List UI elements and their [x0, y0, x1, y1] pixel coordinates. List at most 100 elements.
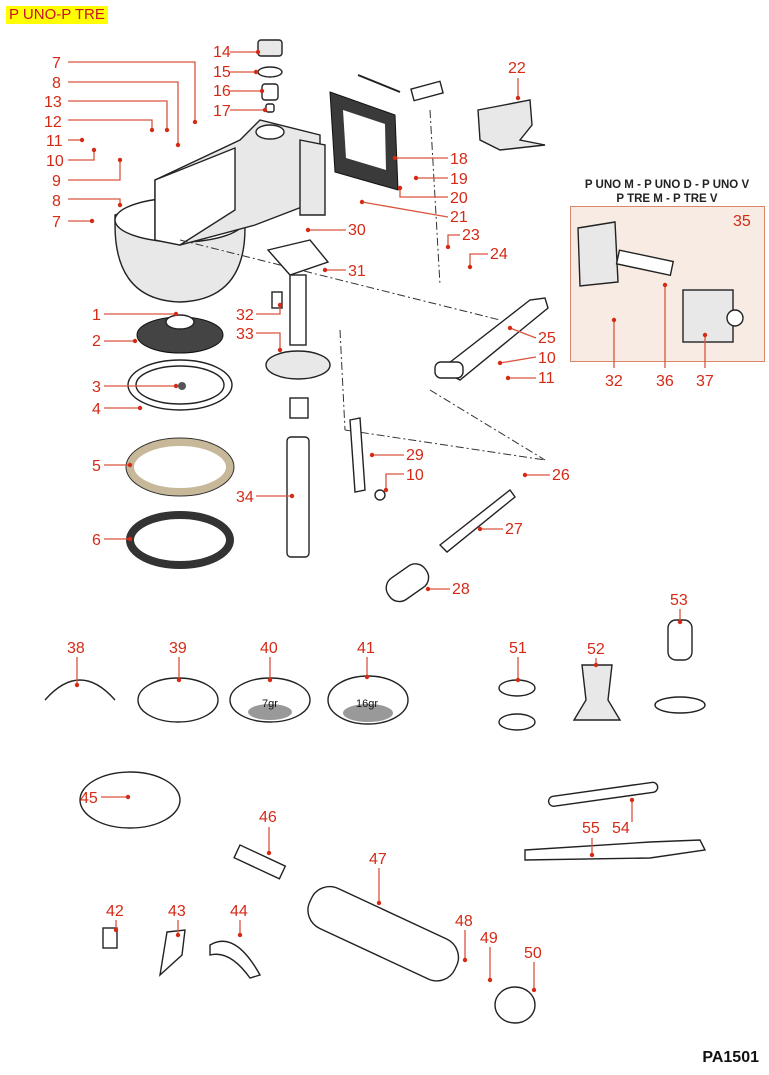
leader-arrow-23 — [445, 244, 451, 250]
shower-parts — [127, 314, 233, 411]
callout-40: 40 — [260, 640, 278, 657]
microswitch-part — [477, 99, 546, 151]
callout-layer: 7813121110987141516171819202122232425101… — [44, 44, 751, 993]
callout-38: 38 — [67, 640, 85, 657]
leader-arrow-7 — [192, 119, 198, 125]
callout-7: 7 — [52, 214, 61, 231]
callout-28: 28 — [452, 581, 470, 598]
callout-35: 35 — [733, 213, 751, 230]
leader-arrow-6 — [127, 536, 133, 542]
leader-arrow-45 — [125, 794, 131, 800]
leader-arrow-34 — [289, 493, 295, 499]
leader-line-10 — [68, 150, 95, 161]
callout-32: 32 — [605, 373, 623, 390]
leader-line-7 — [68, 61, 196, 122]
leader-arrow-17 — [262, 107, 268, 113]
callout-36: 36 — [656, 373, 674, 390]
leader-arrow-13 — [164, 127, 170, 133]
callout-23: 23 — [462, 227, 480, 244]
leader-arrow-50 — [531, 987, 537, 993]
callout-15: 15 — [213, 64, 231, 81]
leader-line-32 — [256, 305, 281, 315]
leader-arrow-43 — [175, 932, 181, 938]
leader-arrow-25 — [507, 325, 513, 331]
callout-37: 37 — [696, 373, 714, 390]
basket-7g-mark: 7gr — [262, 698, 278, 710]
leader-arrow-41 — [364, 674, 370, 680]
leader-arrow-38 — [74, 682, 80, 688]
leader-arrow-52 — [593, 662, 599, 668]
leader-arrow-3 — [173, 383, 179, 389]
leader-arrow-47 — [376, 900, 382, 906]
drawing-code: PA1501 — [702, 1049, 759, 1066]
leader-arrow-11 — [79, 137, 85, 143]
callout-13: 13 — [44, 94, 62, 111]
leader-arrow-10 — [383, 487, 389, 493]
callout-50: 50 — [524, 945, 542, 962]
callout-42: 42 — [106, 903, 124, 920]
callout-8: 8 — [52, 193, 61, 210]
leader-arrow-21 — [359, 199, 365, 205]
leader-line-33 — [256, 332, 281, 350]
callout-11: 11 — [46, 133, 63, 150]
leader-arrow-32 — [277, 302, 283, 308]
callout-18: 18 — [450, 151, 468, 168]
callout-33: 33 — [236, 326, 254, 343]
leader-line-10 — [499, 356, 537, 364]
solenoid-parts — [577, 221, 744, 343]
leader-arrow-1 — [173, 311, 179, 317]
leader-arrow-28 — [425, 586, 431, 592]
callout-8: 8 — [52, 75, 61, 92]
callout-17: 17 — [213, 103, 231, 120]
callout-10: 10 — [538, 350, 556, 367]
leader-arrow-29 — [369, 452, 375, 458]
callout-10: 10 — [406, 467, 424, 484]
leader-arrow-10 — [91, 147, 97, 153]
callout-39: 39 — [169, 640, 187, 657]
leader-arrow-36 — [662, 282, 668, 288]
leader-arrow-24 — [467, 264, 473, 270]
leader-line-13 — [68, 100, 168, 130]
callout-43: 43 — [168, 903, 186, 920]
leader-line-8 — [68, 81, 179, 145]
inset-variant-heading: P UNO M - P UNO D - P UNO V P TRE M - P … — [572, 178, 762, 206]
leader-line-25 — [509, 327, 537, 339]
callout-44: 44 — [230, 903, 248, 920]
callout-48: 48 — [455, 913, 473, 930]
leader-arrow-51 — [515, 677, 521, 683]
leader-arrow-16 — [259, 88, 265, 94]
variant-line-1: P UNO M - P UNO D - P UNO V — [584, 179, 750, 191]
leader-arrow-42 — [113, 927, 119, 933]
leader-arrow-10 — [497, 360, 503, 366]
callout-22: 22 — [508, 60, 526, 77]
piston-assembly — [265, 239, 331, 558]
callout-32: 32 — [236, 307, 254, 324]
callout-51: 51 — [509, 640, 527, 657]
callout-47: 47 — [369, 851, 387, 868]
callout-12: 12 — [44, 114, 62, 131]
cap-parts — [257, 39, 283, 113]
leader-arrow-12 — [149, 127, 155, 133]
callout-1: 1 — [92, 307, 101, 324]
leader-arrow-15 — [253, 69, 259, 75]
callout-24: 24 — [490, 246, 508, 263]
gasket-6 — [126, 511, 234, 569]
callout-52: 52 — [587, 641, 605, 658]
group-body-part — [114, 119, 326, 303]
callout-11: 11 — [538, 370, 555, 387]
leader-arrow-32 — [611, 317, 617, 323]
callout-31: 31 — [348, 263, 366, 280]
leader-arrow-33 — [277, 347, 283, 353]
leader-arrow-54 — [629, 797, 635, 803]
leader-arrow-26 — [522, 472, 528, 478]
callout-46: 46 — [259, 809, 277, 826]
callout-30: 30 — [348, 222, 366, 239]
callout-21: 21 — [450, 209, 468, 226]
leader-arrow-30 — [305, 227, 311, 233]
leader-arrow-18 — [392, 155, 398, 161]
leader-arrow-39 — [176, 677, 182, 683]
leader-line-23 — [447, 234, 460, 247]
callout-9: 9 — [52, 173, 61, 190]
callout-10: 10 — [46, 153, 64, 170]
leader-arrow-7 — [89, 218, 95, 224]
